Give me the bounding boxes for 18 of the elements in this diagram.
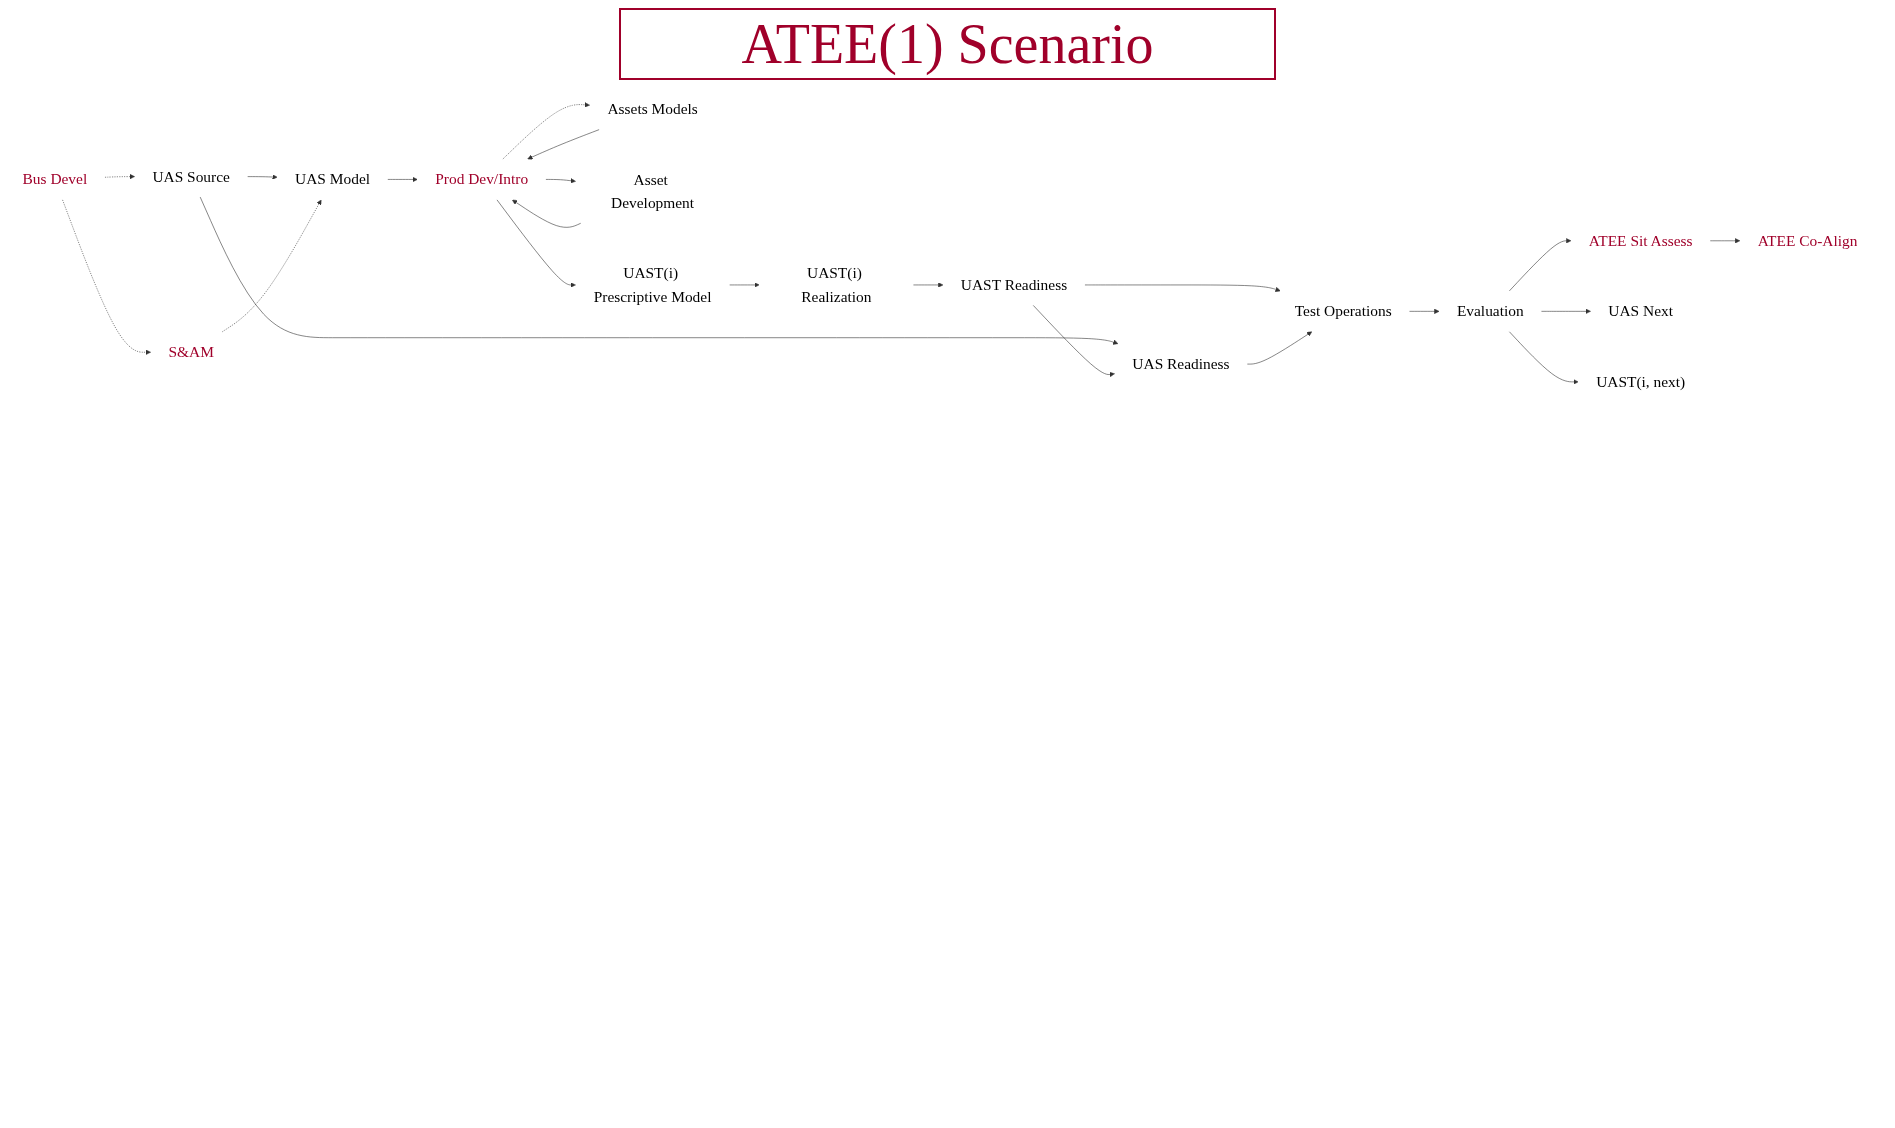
node-text: UAS Source [152, 168, 230, 186]
node-text: Bus Devel [22, 170, 88, 189]
node-text: UAST(i) Realization [801, 264, 872, 306]
node-text: UAST Readiness [960, 276, 1068, 294]
node-text: Test Operations [1294, 302, 1392, 320]
node-text: Prod Dev/Intro [435, 170, 529, 189]
node-text: Asset Development [611, 171, 695, 212]
node-text: UAS Readiness [1132, 355, 1230, 373]
title: ATEE(1) Scenario [619, 8, 1276, 80]
node-text: ATEE Sit Assess [1588, 232, 1693, 250]
node-text: Assets Models [607, 100, 698, 118]
node-text: S&AM [168, 343, 214, 361]
node-text: UAST(i) Prescriptive Model [593, 264, 712, 306]
node-text: Evaluation [1456, 302, 1524, 320]
node-text: ATEE Co-Align [1757, 232, 1858, 250]
node-text: UAS Model [295, 170, 371, 189]
node-text: UAST(i, next) [1596, 373, 1686, 391]
node-text: UAS Next [1608, 302, 1674, 320]
